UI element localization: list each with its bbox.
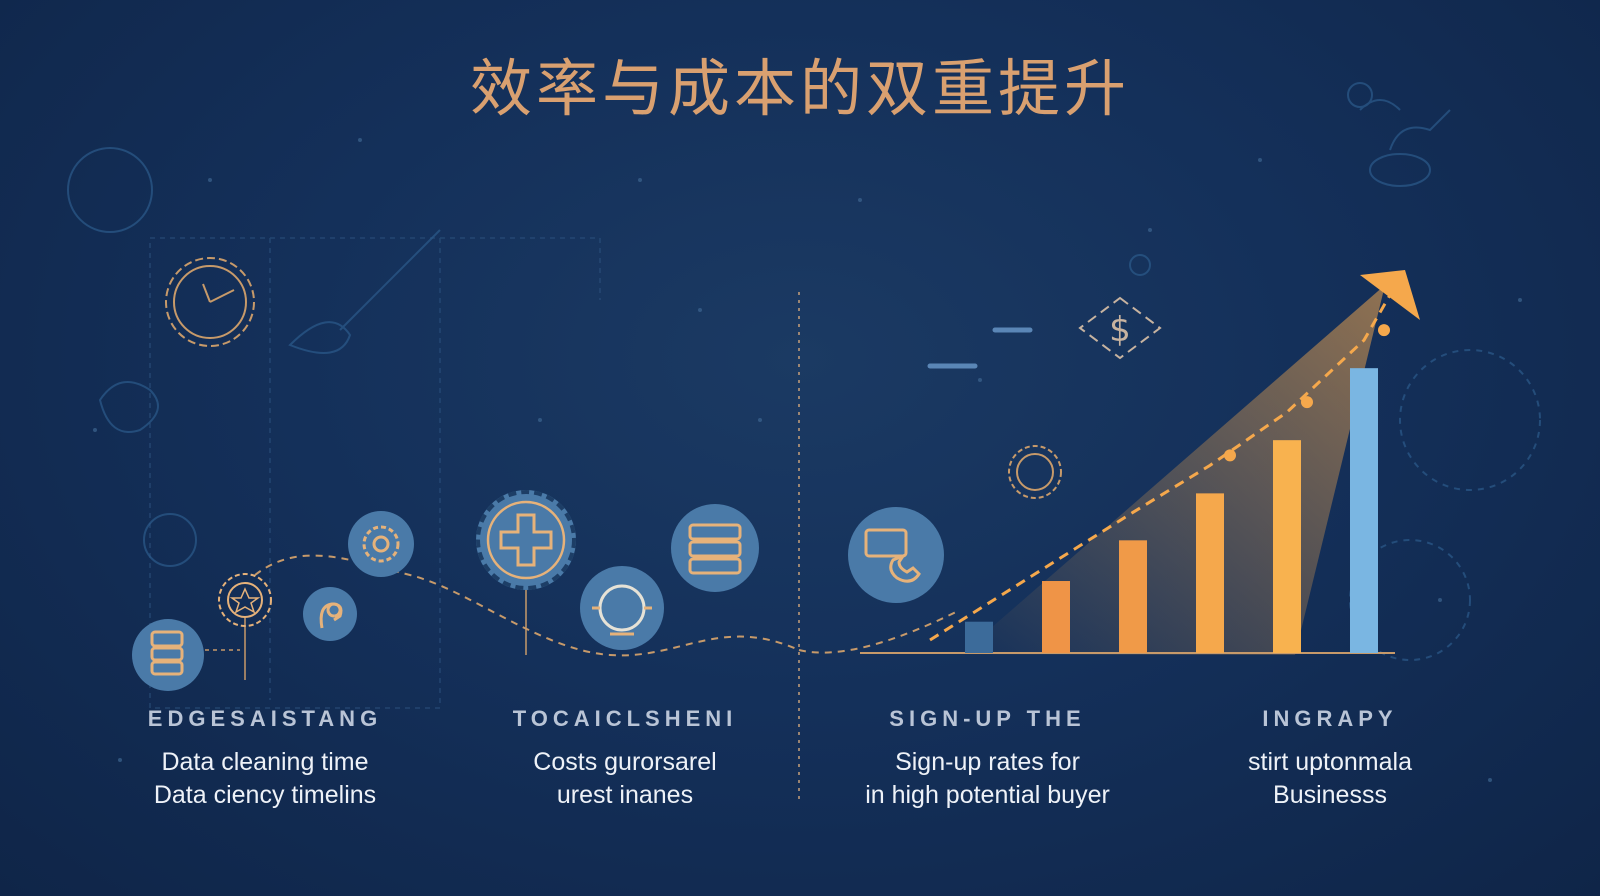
server-stack-icon (671, 504, 759, 592)
column-heading: TOCAICLSHENI (512, 706, 738, 731)
star-badge-icon (218, 573, 272, 627)
column-costs: TOCAICLSHENI Costs gurorsarel urest inan… (470, 706, 780, 812)
small-gear-icon (1008, 445, 1062, 499)
column-data-cleaning: EDGESAISTANG Data cleaning time Data cie… (95, 706, 435, 812)
trend-point (1224, 449, 1236, 462)
trend-line (929, 294, 1392, 642)
page-title: 效率与成本的双重提升 (469, 52, 1130, 125)
gear-icon (348, 511, 414, 577)
column-line: Costs gurorsarel (533, 748, 717, 776)
column-heading: INGRAPY (1262, 706, 1398, 731)
chart-bar (965, 621, 993, 653)
column-line: Sign-up rates for (895, 748, 1080, 776)
dollar-icon: $ (1078, 296, 1162, 360)
wave-path (254, 554, 800, 657)
globe-icon (580, 566, 664, 650)
column-heading: EDGESAISTANG (147, 706, 383, 731)
column-line: in high potential buyer (865, 781, 1110, 809)
column-line: Data ciency timelins (153, 781, 377, 809)
column-business: INGRAPY stirt uptonmala Businesss (1180, 706, 1480, 812)
svg-text:$: $ (1109, 310, 1131, 350)
chart-bar (1042, 581, 1070, 653)
column-heading: SIGN-UP THE (889, 706, 1086, 731)
arrow-up-icon (1360, 270, 1420, 320)
column-sign-up: SIGN-UP THE Sign-up rates for in high po… (820, 706, 1155, 812)
phone-card-icon (848, 507, 944, 603)
column-line: urest inanes (556, 781, 694, 809)
document-stack-icon (132, 619, 204, 691)
chart-bar (1196, 493, 1224, 653)
trend-point (1301, 396, 1313, 409)
chart-bar (1273, 440, 1301, 653)
chart-bar (1119, 540, 1147, 653)
column-line: stirt uptonmala (1248, 748, 1412, 776)
cross-gear-icon (476, 490, 576, 590)
chart-bar (1350, 368, 1378, 653)
clock-gear-icon (165, 257, 255, 347)
person-icon (303, 587, 357, 641)
trend-point (1378, 324, 1390, 337)
column-line: Data cleaning time (161, 748, 369, 776)
column-line: Businesss (1273, 781, 1387, 809)
